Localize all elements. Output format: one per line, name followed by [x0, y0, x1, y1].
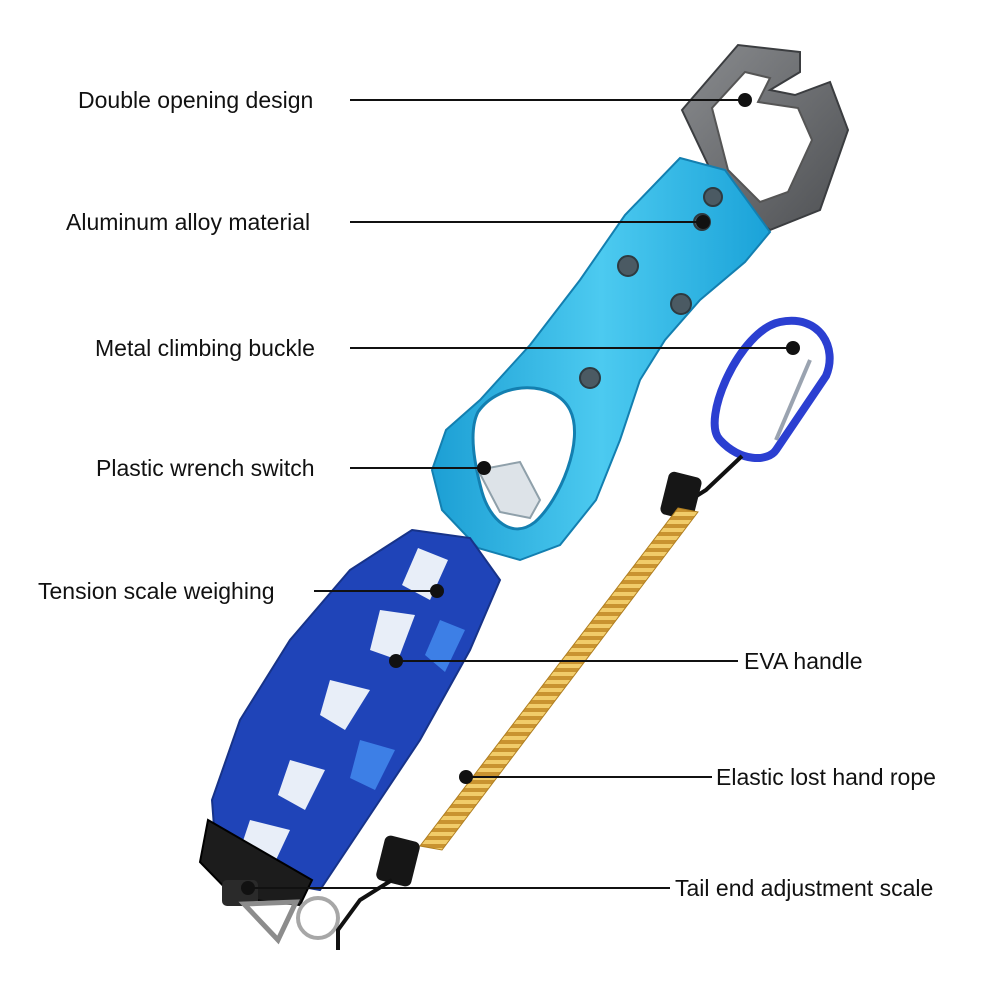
label-tail: Tail end adjustment scale: [675, 875, 934, 901]
wrench-switch: [476, 460, 542, 520]
lanyard-cord-bottom: [336, 878, 394, 950]
dot-rope: [459, 770, 473, 784]
camo-patch: [320, 680, 370, 730]
dot-tension: [430, 584, 444, 598]
rivet: [670, 293, 692, 315]
leader-lines: [248, 99, 793, 889]
cord-stopper: [660, 471, 702, 521]
key-ring: [238, 899, 301, 945]
dot-eva: [389, 654, 403, 668]
leader-dots: [241, 93, 800, 895]
eva-handle: [198, 528, 502, 945]
dot-buckle: [786, 341, 800, 355]
jaw-opening: [710, 70, 814, 204]
camo-patch: [350, 740, 395, 790]
rivet: [579, 367, 601, 389]
rivet: [617, 255, 639, 277]
label-eva: EVA handle: [744, 648, 863, 674]
coil-rope: [419, 507, 699, 851]
aluminum-body: [430, 156, 772, 562]
carabiner: [710, 316, 834, 463]
camo-patch: [278, 760, 325, 810]
dot-aluminum: [696, 215, 710, 229]
label-aluminum: Aluminum alloy material: [66, 209, 311, 235]
dot-wrench: [477, 461, 491, 475]
label-wrench: Plastic wrench switch: [96, 455, 315, 481]
carabiner-gate: [774, 359, 812, 441]
lanyard: [336, 316, 834, 950]
body-shape: [430, 156, 772, 562]
camo-patch: [402, 548, 448, 600]
label-double-opening: Double opening design: [78, 87, 314, 113]
camo-patch: [425, 620, 465, 672]
label-rope: Elastic lost hand rope: [716, 764, 936, 790]
cord-stopper: [376, 835, 420, 887]
split-ring: [296, 896, 340, 940]
rivet: [703, 187, 723, 207]
label-tension: Tension scale weighing: [38, 578, 275, 604]
label-buckle: Metal climbing buckle: [95, 335, 315, 361]
camo-patch: [370, 610, 415, 660]
dot-double-opening: [738, 93, 752, 107]
dot-tail: [241, 881, 255, 895]
